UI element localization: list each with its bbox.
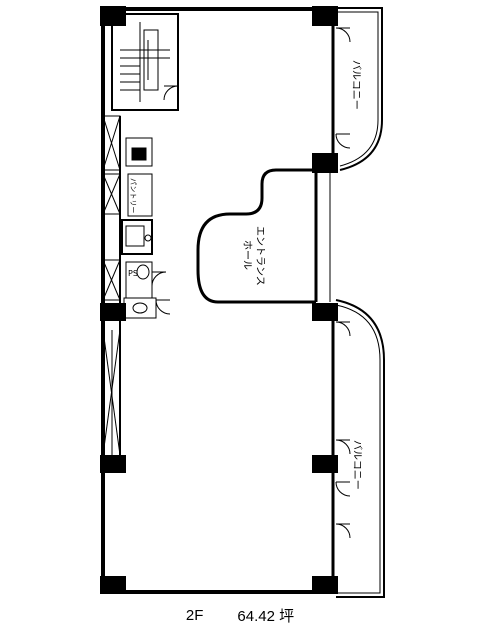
door-balcony-upper-1 (335, 27, 351, 43)
left-partition-hatch (102, 329, 121, 456)
stairwell (111, 13, 179, 111)
room-label-entrance-hall-1: エントランス (254, 226, 266, 286)
door-wc-1 (151, 271, 167, 287)
room-label-entrance-hall-2: ホール (241, 240, 253, 270)
door-stairwell (163, 85, 179, 101)
entrance-hall (196, 168, 331, 304)
door-balcony-upper-2 (335, 133, 351, 149)
door-balcony-lower-2 (335, 439, 351, 455)
floor-area-label: 64.42 坪 (237, 607, 295, 625)
door-balcony-lower-1 (335, 321, 351, 337)
door-wc-2 (155, 299, 171, 315)
floor-caption: 2F 64.42 坪 (0, 600, 480, 630)
service-core (102, 115, 171, 319)
room-label-pantry: パントリー (129, 178, 137, 213)
door-balcony-lower-4 (335, 523, 351, 539)
balcony-lower (335, 299, 385, 598)
floor-level-label: 2F (185, 606, 204, 624)
room-label-balcony-upper: バルコニー (350, 60, 362, 110)
door-balcony-lower-3 (335, 481, 351, 497)
room-label-balcony-lower: バルコニー (351, 440, 363, 490)
balcony-upper (335, 7, 383, 171)
structural-columns (100, 6, 338, 594)
room-label-ps: PS (128, 269, 138, 278)
